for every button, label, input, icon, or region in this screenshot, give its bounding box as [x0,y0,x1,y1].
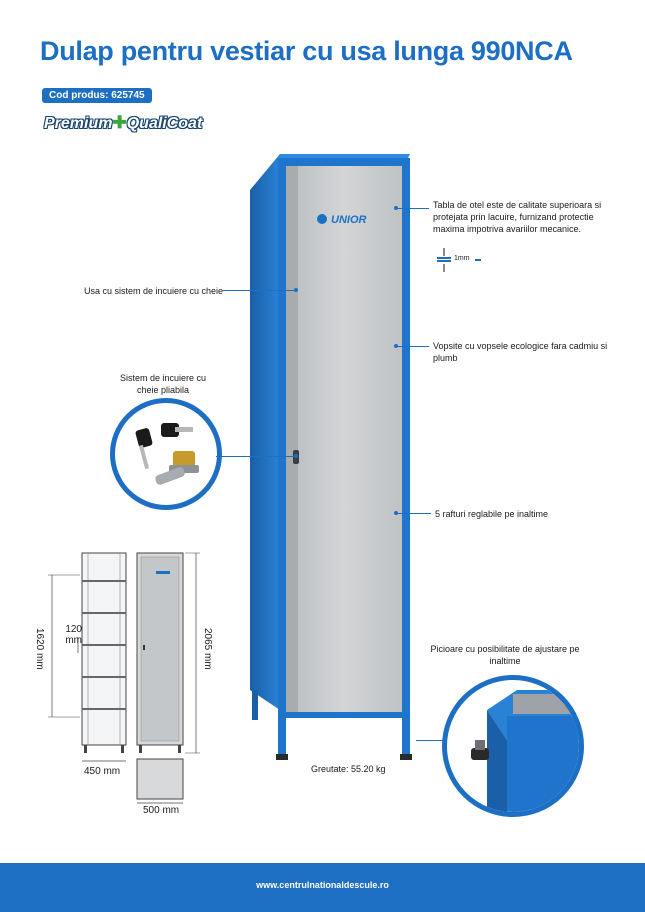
thickness-icon [437,248,481,272]
footer-website-link[interactable]: www.centrulnationaldescule.ro [256,880,389,890]
technical-drawing [48,552,200,804]
callout-shelves: 5 rafturi reglabile pe inaltime [435,509,549,519]
callout-ecological-paint: Vopsite cu vopsele ecologice fara cadmiu… [433,341,608,363]
callout-adjustable-feet: Picioare cu posibilitate de ajustare pe … [430,644,580,666]
product-code-badge: Cod produs: 625745 [42,88,152,103]
unior-logo: UNIOR [317,214,367,226]
dim-width: 450 mm [84,766,121,777]
adjustable-foot-icon [471,690,579,812]
brand-premium: Premium [44,115,113,132]
footer-bar: www.centrulnationaldescule.ro [0,863,645,912]
callout-lock-system: Sistem de incuiere cu cheie pliabila [119,373,207,395]
weight-label: Greutate: 55.20 kg [311,764,386,774]
callout-steel-quality: Tabla de otel este de calitate superioar… [433,200,602,234]
dim-depth: 500 mm [143,805,180,816]
page-title: Dulap pentru vestiar cu usa lunga 990NCA [40,36,573,66]
callout-door-lock: Usa cu sistem de incuiere cu cheie [84,286,224,296]
locker-cabinet-illustration: UNIOR [250,154,412,760]
feet-detail-circle [442,675,584,817]
plus-icon: ✚ [112,113,127,132]
dim-inner-height: 1620 mm [34,628,45,670]
dim-total-height: 2065 mm [202,628,213,670]
thickness-label: 1mm [454,255,470,262]
folding-key-icon [135,423,199,485]
logo-text: UNIOR [331,214,367,226]
brand-qualicoat: QualiCoat [126,115,203,132]
premium-qualicoat-logo: Premium✚QualiCoat [44,113,202,133]
dim-shelf-gap: 120 mm [65,624,82,646]
key-lock-detail-circle [110,398,222,510]
